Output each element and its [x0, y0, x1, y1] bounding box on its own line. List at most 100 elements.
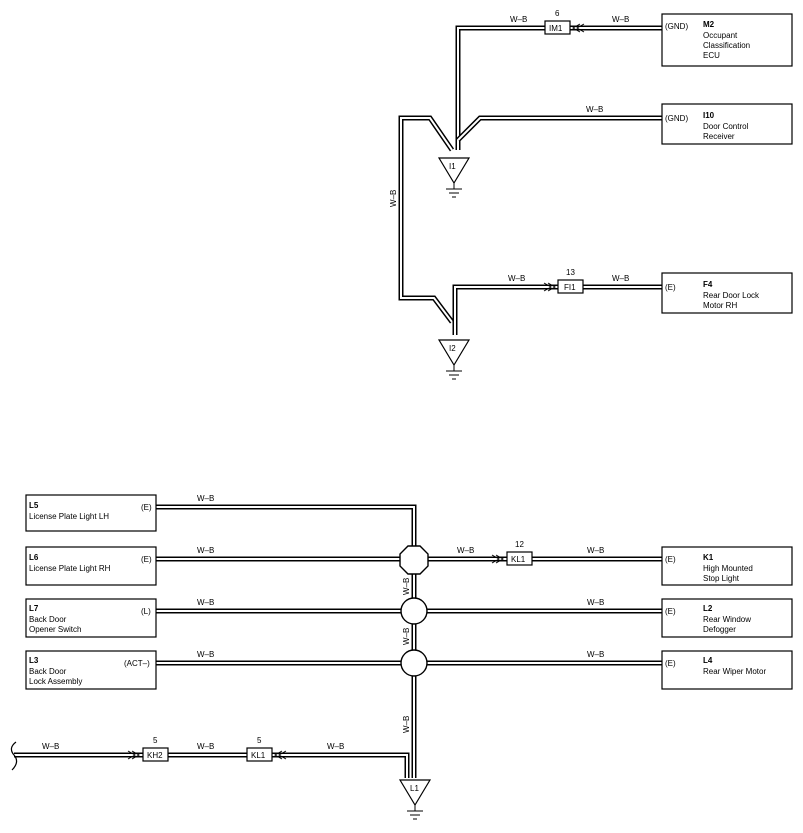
connector-label: KH2: [147, 751, 163, 760]
component-name: Stop Light: [703, 574, 740, 583]
component-l3: L3 Back Door Lock Assembly (ACT–): [25, 650, 157, 690]
wire-m2-i1: [455, 25, 662, 150]
component-name: Motor RH: [703, 301, 737, 310]
pin-label: (GND): [665, 22, 688, 31]
ground-label: L1: [410, 784, 419, 793]
pin-label: (L): [141, 607, 151, 616]
junction-circle-1: [400, 597, 428, 625]
wire-label: W–B: [587, 598, 604, 607]
component-l5: L5 License Plate Light LH (E): [25, 494, 157, 532]
junction-circle-2: [400, 649, 428, 677]
pin-label: (E): [665, 555, 676, 564]
component-name: Occupant: [703, 31, 738, 40]
component-id: L5: [29, 501, 39, 510]
connector-pin: 13: [566, 268, 575, 277]
ground-i1: [437, 157, 471, 198]
component-i10: (GND) I10 Door Control Receiver: [661, 103, 793, 145]
wire-label: W–B: [457, 546, 474, 555]
component-name: Receiver: [703, 132, 735, 141]
connector-label: KL1: [251, 751, 266, 760]
ground-label: I1: [449, 162, 456, 171]
component-name: Rear Door Lock: [703, 291, 760, 300]
wire-color-labels: W–B W–B W–B W–B W–B W–B W–B W–B W–B W–B …: [42, 15, 629, 751]
component-l7: L7 Back Door Opener Switch (L): [25, 598, 157, 638]
wire-label: W–B: [508, 274, 525, 283]
component-id: M2: [703, 20, 715, 29]
wire-label: W–B: [510, 15, 527, 24]
wire-label: W–B: [197, 742, 214, 751]
connector-label: FI1: [564, 283, 576, 292]
component-id: L3: [29, 656, 39, 665]
wire-label: W–B: [197, 494, 214, 503]
wire-l5: [156, 504, 417, 545]
component-id: L2: [703, 604, 713, 613]
pin-label: (E): [141, 503, 152, 512]
wire-label: W–B: [612, 15, 629, 24]
wire-break-mark: [10, 741, 18, 771]
pin-label: (ACT–): [124, 659, 150, 668]
wire-label: W–B: [402, 716, 411, 733]
connector-im1: IM1 6: [544, 9, 585, 35]
connector-pin: 5: [153, 736, 158, 745]
pin-label: (E): [665, 659, 676, 668]
wire-label: W–B: [612, 274, 629, 283]
connector-label: KL1: [511, 555, 526, 564]
component-name: ECU: [703, 51, 720, 60]
wire-label: W–B: [42, 742, 59, 751]
component-l6: L6 License Plate Light RH (E): [25, 546, 157, 586]
component-m2: (GND) M2 Occupant Classification ECU: [661, 13, 793, 67]
ground-l1: [398, 779, 432, 820]
component-name: License Plate Light LH: [29, 512, 109, 521]
junction-octagon: [399, 545, 429, 575]
component-id: L7: [29, 604, 39, 613]
connector-fi1: FI1 13: [543, 268, 584, 294]
ground-i2: [437, 339, 471, 380]
pin-label: (E): [141, 555, 152, 564]
component-l4: (E) L4 Rear Wiper Motor: [661, 650, 793, 690]
connector-kl1: KL1 12: [491, 540, 533, 566]
component-f4: (E) F4 Rear Door Lock Motor RH: [661, 272, 793, 314]
component-id: I10: [703, 111, 715, 120]
component-id: L4: [703, 656, 713, 665]
component-id: F4: [703, 280, 713, 289]
component-name: High Mounted: [703, 564, 753, 573]
component-name: Defogger: [703, 625, 736, 634]
pin-label: (GND): [665, 114, 688, 123]
component-name: License Plate Light RH: [29, 564, 111, 573]
component-name: Door Control: [703, 122, 749, 131]
component-id: L6: [29, 553, 39, 562]
connector-pin: 12: [515, 540, 524, 549]
ground-label: I2: [449, 344, 456, 353]
component-name: Back Door: [29, 667, 67, 676]
component-id: K1: [703, 553, 714, 562]
wire-label: W–B: [587, 546, 604, 555]
wire-label: W–B: [327, 742, 344, 751]
component-name: Lock Assembly: [29, 677, 82, 686]
wire-label: W–B: [197, 546, 214, 555]
component-k1: (E) K1 High Mounted Stop Light: [661, 546, 793, 586]
pin-label: (E): [665, 283, 676, 292]
component-name: Opener Switch: [29, 625, 81, 634]
connector-kl1-b: KL1 5: [246, 736, 287, 762]
component-l2: (E) L2 Rear Window Defogger: [661, 598, 793, 638]
wire-f4-i2: [452, 284, 662, 335]
component-name: Classification: [703, 41, 750, 50]
pin-label: (E): [665, 607, 676, 616]
wire-bottom-incoming: [14, 752, 410, 778]
component-name: Back Door: [29, 615, 67, 624]
wire-i10-i1: [456, 115, 662, 142]
wire-label: W–B: [402, 578, 411, 595]
connector-label: IM1: [549, 24, 563, 33]
wire-label: W–B: [587, 650, 604, 659]
connector-kh2: KH2 5: [127, 736, 169, 762]
connector-pin: 5: [257, 736, 262, 745]
wire-label: W–B: [197, 598, 214, 607]
wire-label: W–B: [402, 628, 411, 645]
connector-pin: 6: [555, 9, 560, 18]
component-name: Rear Window: [703, 615, 751, 624]
wire-label: W–B: [197, 650, 214, 659]
wire-i1-i2-loop: [398, 115, 455, 324]
component-name: Rear Wiper Motor: [703, 667, 766, 676]
wire-label: W–B: [389, 190, 398, 207]
